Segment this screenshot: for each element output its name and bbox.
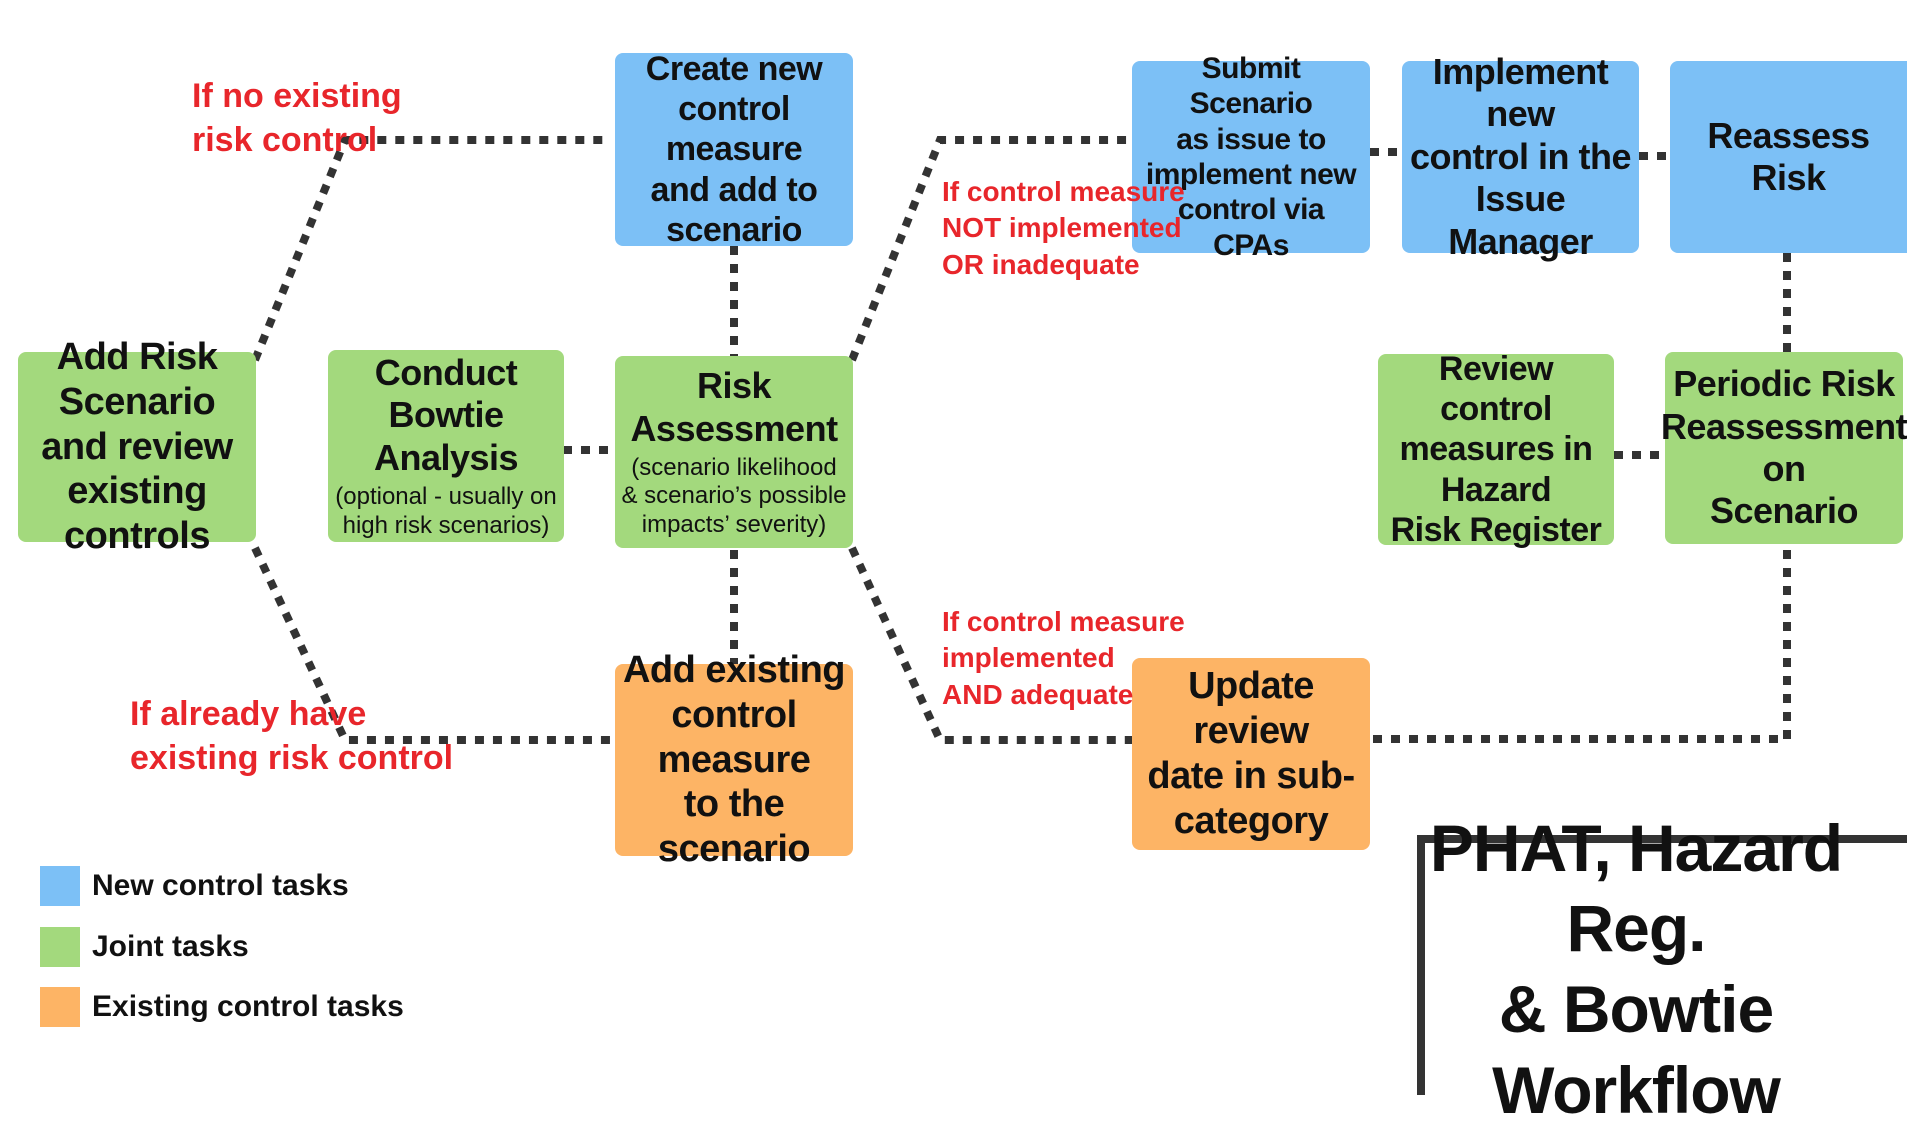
connector-layer xyxy=(251,136,1791,744)
note-no-existing-control: If no existing risk control xyxy=(192,77,402,160)
legend-label-existing-control: Existing control tasks xyxy=(92,990,404,1023)
node-risk-assessment: Risk Assessment (scenario likelihood & s… xyxy=(615,356,853,548)
node-bowtie-subtitle: (optional - usually on high risk scenari… xyxy=(335,483,557,539)
node-review-control-measures: Review control measures in Hazard Risk R… xyxy=(1378,350,1614,549)
legend-label-joint: Joint tasks xyxy=(92,930,249,963)
node-add-existing-label: Add existing control measure to the scen… xyxy=(622,648,846,871)
note-control-not-implemented: If control measure NOT implemented OR in… xyxy=(942,176,1185,280)
node-bowtie-title: Conduct Bowtie Analysis xyxy=(373,351,519,478)
node-reassess-risk: Reassess Risk xyxy=(1670,61,1907,253)
node-implement-label: Implement new control in the Issue Manag… xyxy=(1410,50,1632,262)
node-periodic-label: Periodic Risk Reassessment on Scenario xyxy=(1660,363,1907,532)
workflow-diagram: Add Risk Scenario and review existing co… xyxy=(18,50,1907,1127)
legend-new-control: New control tasks xyxy=(40,866,349,906)
node-risk-assessment-title: Risk Assessment xyxy=(630,365,838,449)
note-control-implemented: If control measure implemented AND adequ… xyxy=(942,606,1185,710)
legend-joint: Joint tasks xyxy=(40,927,249,967)
node-implement-new-control: Implement new control in the Issue Manag… xyxy=(1402,51,1639,262)
connector-add-to-create xyxy=(251,136,610,362)
node-submit-scenario-label: Submit Scenario as issue to implement ne… xyxy=(1145,51,1357,262)
title-box: PHAT, Hazard Reg. & Bowtie Workflow xyxy=(1417,811,1907,1127)
node-add-risk-scenario-label: Add Risk Scenario and review existing co… xyxy=(41,335,233,558)
node-reassess-risk-label: Reassess Risk xyxy=(1707,114,1870,198)
legend-swatch-new-control xyxy=(40,866,80,906)
node-review-control-label: Review control measures in Hazard Risk R… xyxy=(1390,350,1602,549)
node-add-existing-control: Add existing control measure to the scen… xyxy=(615,649,853,870)
connector-periodic-to-update xyxy=(1370,550,1791,743)
node-submit-scenario: Submit Scenario as issue to implement ne… xyxy=(1132,52,1370,262)
note-already-have-control: If already have existing risk control xyxy=(130,695,454,778)
node-create-new-control-label: Create new control measure and add to sc… xyxy=(645,50,823,249)
legend-existing-control: Existing control tasks xyxy=(40,987,404,1027)
node-risk-assessment-subtitle: (scenario likelihood & scenario’s possib… xyxy=(621,454,847,538)
connector-risk-to-submit xyxy=(848,136,1130,362)
node-update-review-date: Update review date in sub- category xyxy=(1132,658,1370,850)
legend-swatch-joint xyxy=(40,927,80,967)
node-bowtie-analysis: Conduct Bowtie Analysis (optional - usua… xyxy=(328,350,564,542)
node-add-risk-scenario: Add Risk Scenario and review existing co… xyxy=(18,336,256,557)
node-create-new-control: Create new control measure and add to sc… xyxy=(615,50,853,249)
diagram-title: PHAT, Hazard Reg. & Bowtie Workflow xyxy=(1429,810,1843,1127)
legend-label-new-control: New control tasks xyxy=(92,869,349,902)
node-periodic-reassessment: Periodic Risk Reassessment on Scenario xyxy=(1661,352,1907,544)
legend-swatch-existing-control xyxy=(40,987,80,1027)
node-update-review-label: Update review date in sub- category xyxy=(1147,665,1355,842)
